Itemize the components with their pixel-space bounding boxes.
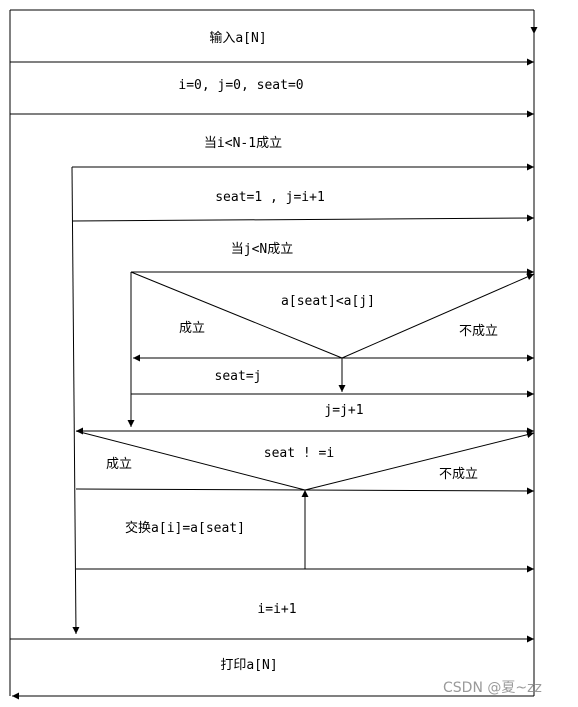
outer-loop-left-line [71, 166, 80, 635]
outer-body-first-sep [71, 214, 535, 222]
output-step: 打印a[N] [220, 658, 278, 673]
outer-body-first-step: seat=1 , j=i+1 [215, 190, 325, 205]
input-step: 输入a[N] [209, 31, 267, 46]
inner-true-action: seat=j [214, 369, 262, 384]
inner-decision-right-diagonal [341, 273, 535, 359]
swap-false-label: 不成立 [439, 467, 479, 482]
inner-loop-condition: 当j<N成立 [230, 242, 294, 257]
watermark-text: CSDN @夏~zz [443, 680, 542, 696]
inner-decision-condition: a[seat]<a[j] [281, 294, 375, 309]
inner-increment-step: j=j+1 [324, 403, 364, 418]
outer-loop-condition: 当i<N-1成立 [203, 136, 283, 151]
swap-decision-left-diagonal [75, 430, 306, 491]
inner-decision-left-diagonal [130, 271, 343, 359]
swap-true-label: 成立 [106, 457, 133, 472]
swap-decision-condition: seat ! =i [263, 446, 335, 461]
init-step: i=0, j=0, seat=0 [178, 78, 304, 93]
inner-false-label: 不成立 [459, 324, 499, 339]
swap-decision-right-diagonal [304, 431, 535, 491]
outer-increment-step: i=i+1 [257, 602, 297, 617]
swap-action: 交换a[i]=a[seat] [125, 521, 245, 536]
inner-true-label: 成立 [179, 321, 206, 336]
